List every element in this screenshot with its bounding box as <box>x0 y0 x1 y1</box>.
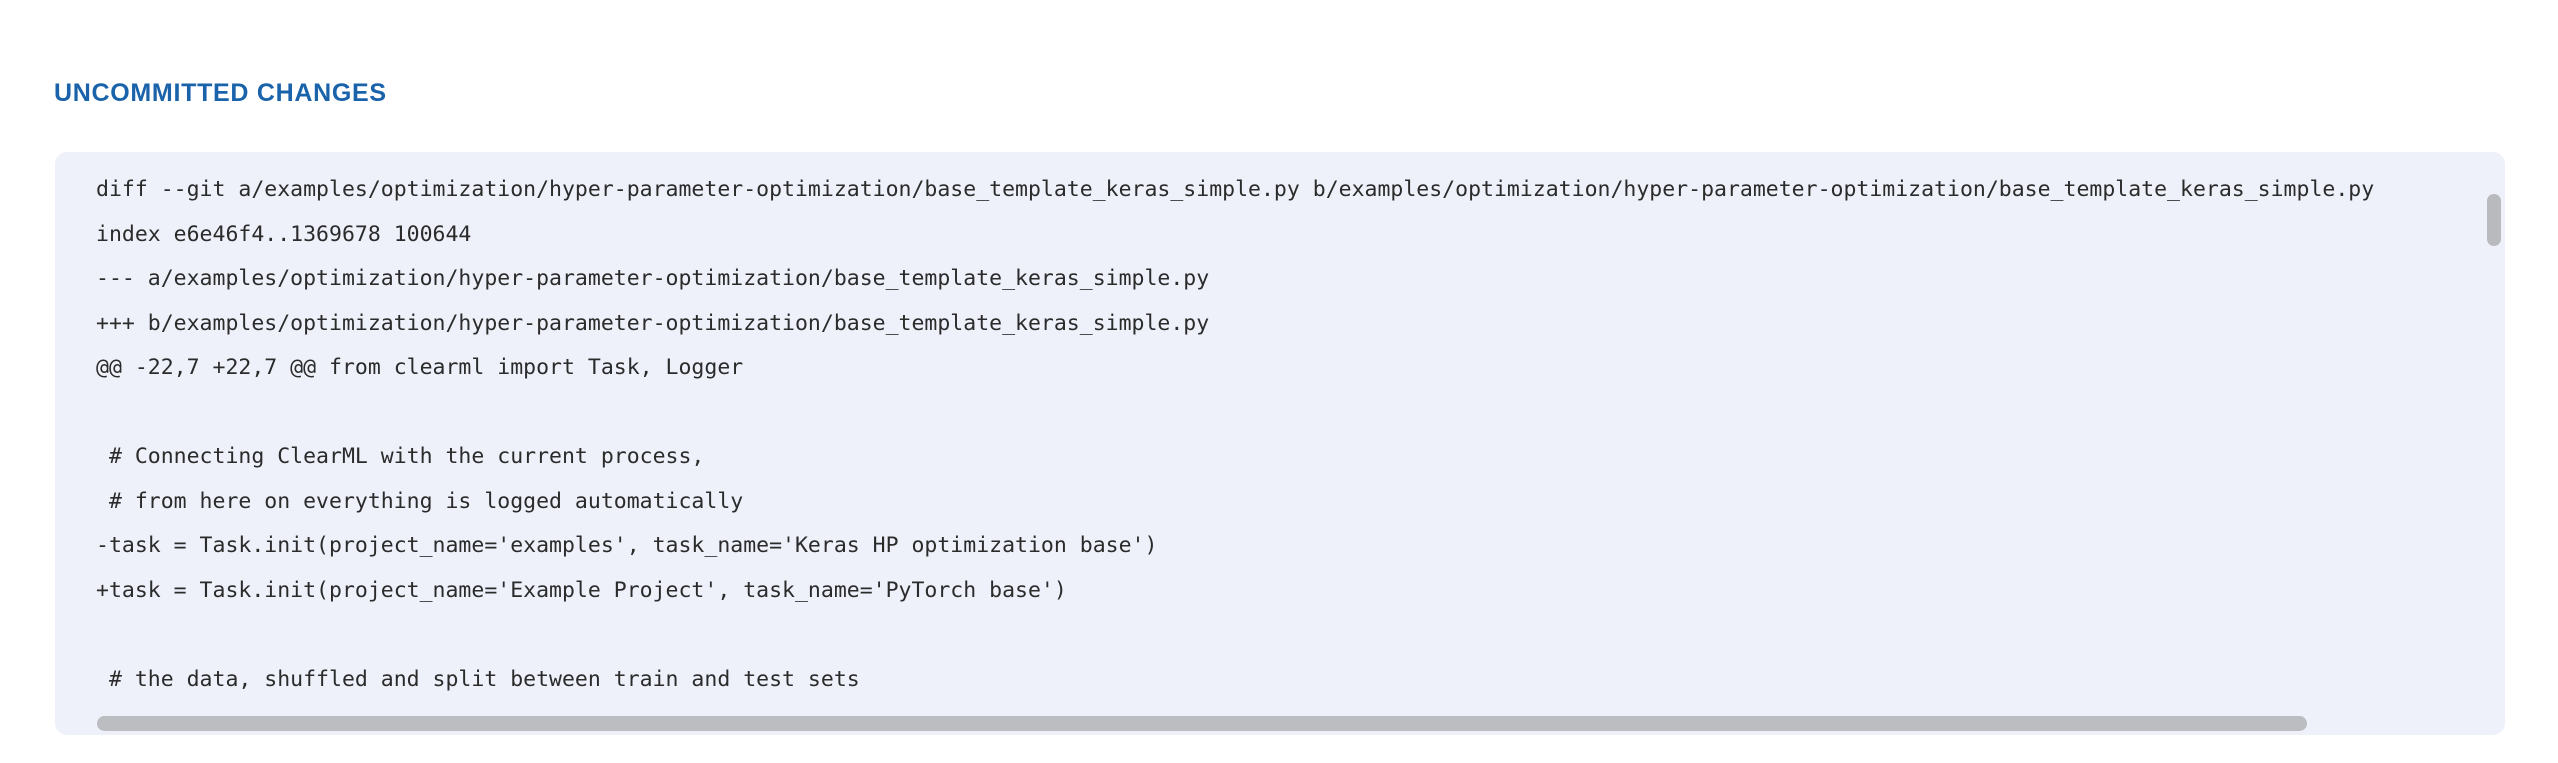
diff-line-blank <box>96 391 2374 436</box>
diff-line: diff --git a/examples/optimization/hyper… <box>96 177 2375 202</box>
diff-line: index e6e46f4..1369678 100644 <box>96 221 472 247</box>
diff-scroll-viewport[interactable]: diff --git a/examples/optimization/hyper… <box>55 152 2505 735</box>
horizontal-scrollbar-thumb[interactable] <box>97 716 2307 731</box>
diff-line: # Connecting ClearML with the current pr… <box>96 444 705 469</box>
diff-line-removed: -task = Task.init(project_name='examples… <box>96 533 1158 558</box>
horizontal-scrollbar[interactable] <box>55 713 2505 735</box>
diff-line: +++ b/examples/optimization/hyper-parame… <box>96 310 1210 336</box>
page-title: UNCOMMITTED CHANGES <box>54 79 387 107</box>
diff-code-block: diff --git a/examples/optimization/hyper… <box>96 168 2374 702</box>
diff-line: # from here on everything is logged auto… <box>96 488 744 514</box>
diff-line-blank <box>96 613 2374 658</box>
vertical-scrollbar[interactable] <box>2483 152 2505 735</box>
diff-line: @@ -22,7 +22,7 @@ from clearml import Ta… <box>96 355 744 380</box>
vertical-scrollbar-thumb[interactable] <box>2487 194 2501 246</box>
diff-panel: diff --git a/examples/optimization/hyper… <box>55 152 2505 735</box>
diff-line-added: +task = Task.init(project_name='Example … <box>96 577 1067 603</box>
diff-line: --- a/examples/optimization/hyper-parame… <box>96 266 1210 291</box>
diff-line: # the data, shuffled and split between t… <box>96 666 860 692</box>
